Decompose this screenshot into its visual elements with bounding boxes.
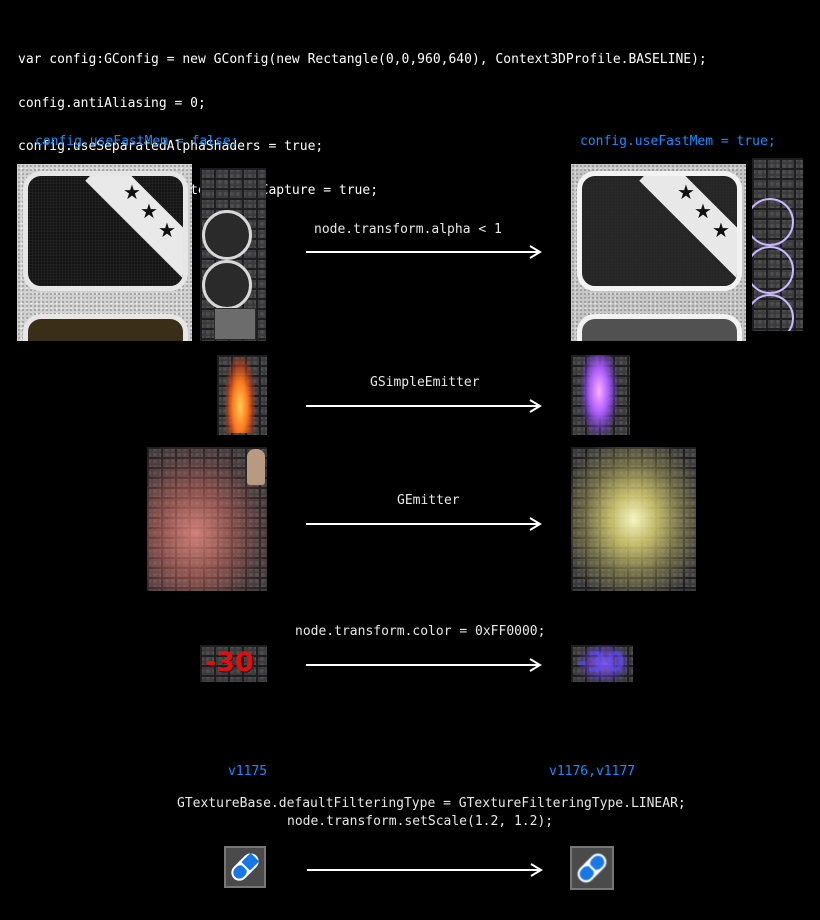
fire-particle (225, 357, 255, 433)
socket-ring (752, 198, 794, 246)
star-icon: ★ (140, 199, 158, 223)
tint-glow (579, 645, 629, 682)
damage-number: -30 (205, 647, 254, 678)
pill-icon (577, 853, 607, 883)
star-icon: ★ (158, 218, 176, 242)
row-label-alpha: node.transform.alpha < 1 (314, 222, 502, 237)
star-icon: ★ (123, 180, 141, 204)
right-simple-emitter-image (571, 355, 630, 435)
star-icon: ★ (677, 180, 695, 204)
card-frame: ★ ★ ★ (577, 171, 742, 291)
arrow-right-icon (307, 863, 545, 877)
arrow-right-icon (306, 245, 544, 259)
right-damage-number-image: -30 (571, 645, 633, 682)
magic-particle (581, 355, 617, 435)
left-column-label: config.useFastMem = false; (35, 134, 239, 149)
left-emitter-image (147, 447, 267, 591)
code-line: config.useSeparatedAlphaShaders = true; (18, 139, 324, 154)
right-column-label: config.useFastMem = true; (580, 134, 776, 149)
arrow-right-icon (306, 399, 544, 413)
left-damage-number-image: -30 (200, 645, 267, 682)
left-ui-panel-image: ★ ★ ★ (17, 164, 192, 341)
row-label-simple-emitter: GSimpleEmitter (370, 375, 480, 390)
version-right: v1176,v1177 (549, 764, 636, 779)
socket-ring (202, 210, 252, 260)
card-frame: ★ ★ ★ (23, 171, 188, 291)
scale-code-line: node.transform.setScale(1.2, 1.2); (287, 814, 554, 829)
filtering-code-line: GTextureBase.defaultFilteringType = GTex… (177, 796, 686, 811)
left-simple-emitter-image (217, 355, 267, 435)
arrow-right-icon (306, 517, 544, 531)
right-pill-image (570, 846, 614, 890)
row-label-color: node.transform.color = 0xFF0000; (295, 624, 546, 639)
socket-ring (202, 260, 252, 310)
socket-ring (752, 294, 794, 331)
card-frame-lower (577, 314, 742, 341)
pill-icon (231, 852, 260, 881)
stone-slot (214, 308, 256, 340)
star-icon: ★ (694, 199, 712, 223)
glow-particles (571, 447, 696, 591)
version-left: v1175 (228, 764, 268, 779)
arrow-right-icon (306, 658, 544, 672)
left-pill-image (224, 846, 266, 888)
socket-ring (752, 246, 794, 294)
right-wall-image (752, 158, 803, 331)
star-icon: ★ (712, 218, 730, 242)
code-line: config.antiAliasing = 0; (18, 95, 206, 111)
card-frame-lower (23, 314, 188, 341)
left-wall-image (200, 168, 266, 341)
code-line: var config:GConfig = new GConfig(new Rec… (18, 52, 707, 67)
character-sprite (247, 449, 265, 485)
right-emitter-image (571, 447, 696, 591)
right-ui-panel-image: ★ ★ ★ (571, 164, 746, 341)
row-label-emitter: GEmitter (397, 493, 460, 508)
damage-number: -30 (576, 647, 625, 678)
